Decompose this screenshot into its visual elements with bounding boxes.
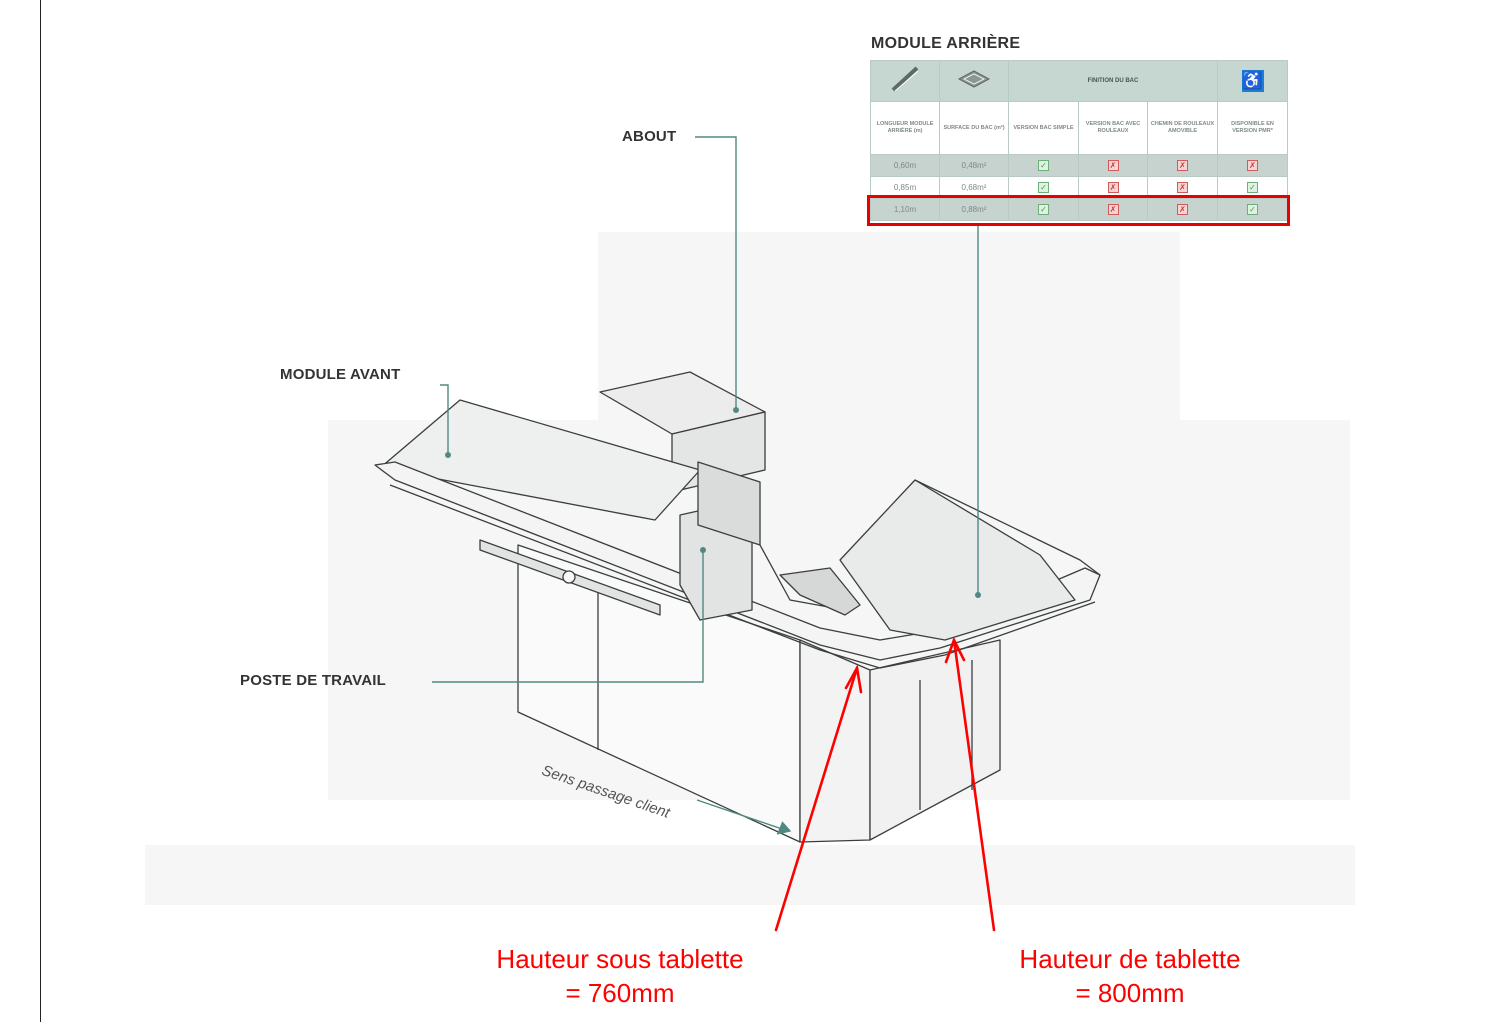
cross-icon: ✗ <box>1177 182 1188 193</box>
cross-icon: ✗ <box>1107 160 1119 171</box>
cross-icon: ✗ <box>1247 160 1259 171</box>
leader-about <box>695 136 737 410</box>
check-icon: ✓ <box>1038 160 1049 171</box>
table-row: 0,60m 0,48m² ✓ ✗ ✗ ✗ <box>870 154 1289 177</box>
check-icon: ✓ <box>1247 182 1259 193</box>
scanner <box>779 567 861 616</box>
header-cell: DISPONIBLE EN VERSION PMR* <box>1217 101 1289 155</box>
check-icon: ✓ <box>1247 204 1259 215</box>
header-cell: LONGUEUR MODULE ARRIÈRE (m) <box>870 101 940 155</box>
table-header-row: LONGUEUR MODULE ARRIÈRE (m) SURFACE DU B… <box>870 101 1289 155</box>
accessibility-icon: ♿ <box>1217 60 1289 102</box>
finition-header: FINITION DU BAC <box>1007 60 1219 102</box>
header-cell: SURFACE DU BAC (m²) <box>939 101 1009 155</box>
arrow-sous-tablette <box>774 666 859 932</box>
annotation-sous-tablette: Hauteur sous tablette = 760mm <box>455 942 785 1010</box>
header-cell: CHEMIN DE ROULEAUX AMOVIBLE <box>1146 101 1219 155</box>
annotation-tablette: Hauteur de tablette = 800mm <box>975 942 1285 1010</box>
label-module-avant: MODULE AVANT <box>280 366 401 383</box>
leader-module-avant <box>440 384 449 455</box>
cross-icon: ✗ <box>1107 182 1119 193</box>
page-frame-line <box>40 0 41 1022</box>
header-cell: VERSION BAC SIMPLE <box>1008 101 1079 155</box>
direction-arrow <box>696 799 786 831</box>
length-cell: 0,60m <box>870 154 940 177</box>
label-poste-de-travail: POSTE DE TRAVAIL <box>240 672 386 689</box>
check-icon: ✓ <box>1038 182 1049 193</box>
annotation-sous-tablette-value: = 760mm <box>565 978 675 1008</box>
label-about: ABOUT <box>622 128 677 145</box>
arrow-tablette <box>952 638 996 932</box>
table-row-highlighted: 1,10m 0,88m² ✓ ✗ ✗ ✓ <box>870 198 1289 221</box>
length-icon <box>870 60 940 102</box>
surface-cell: 0,88m² <box>939 198 1009 221</box>
cabinet-right <box>869 639 1001 841</box>
length-cell: 1,10m <box>870 198 940 221</box>
module-arriere-table: FINITION DU BAC ♿ LONGUEUR MODULE ARRIÈR… <box>870 60 1289 221</box>
check-icon: ✓ <box>1038 204 1049 215</box>
table-title: MODULE ARRIÈRE <box>871 35 1021 52</box>
table-row: 0,85m 0,68m² ✓ ✗ ✗ ✓ <box>870 176 1289 199</box>
highlight-box <box>867 195 1290 226</box>
annotation-tablette-value: = 800mm <box>1075 978 1185 1008</box>
cross-icon: ✗ <box>1177 204 1188 215</box>
annotation-tablette-label: Hauteur de tablette <box>1019 944 1241 974</box>
surface-icon <box>939 60 1009 102</box>
surface-cell: 0,48m² <box>939 154 1009 177</box>
leader-poste <box>432 550 704 683</box>
cross-icon: ✗ <box>1177 160 1188 171</box>
cross-icon: ✗ <box>1107 204 1119 215</box>
table-icon-row: FINITION DU BAC ♿ <box>870 60 1289 102</box>
annotation-sous-tablette-label: Hauteur sous tablette <box>496 944 744 974</box>
drawing-background-floor <box>145 845 1355 905</box>
header-cell: VERSION BAC AVEC ROULEAUX <box>1078 101 1148 155</box>
cabinet-left <box>517 544 801 843</box>
